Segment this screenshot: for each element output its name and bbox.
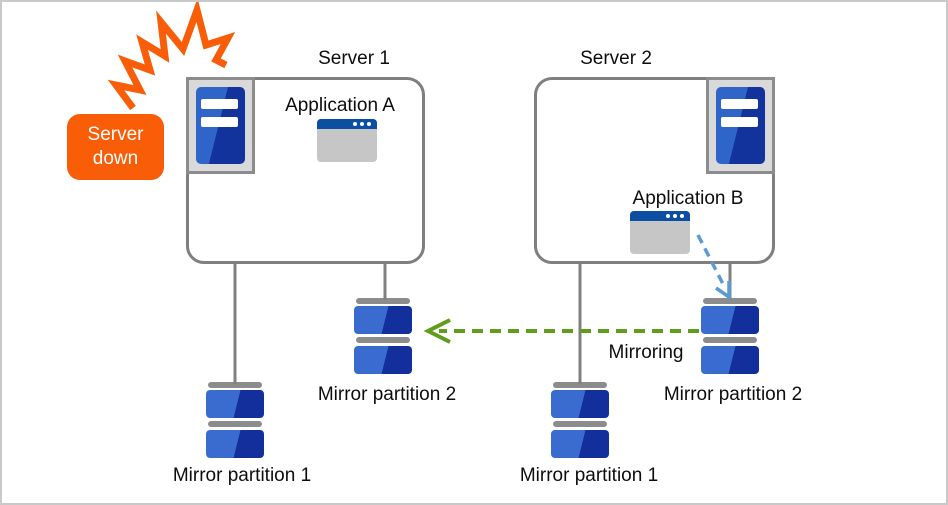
server-tower-icon [716, 87, 765, 164]
server2-partition2-label: Mirror partition 2 [663, 384, 803, 405]
server2-partition1-label: Mirror partition 1 [519, 465, 659, 486]
server-down-line1: Server [87, 124, 144, 145]
application-a-label: Application A [285, 95, 395, 116]
server2-partition2-disk-icon [701, 298, 759, 374]
server2-partition1-disk-icon [551, 382, 609, 458]
server2-icon [706, 77, 775, 174]
server1-partition2-label: Mirror partition 2 [317, 384, 457, 405]
mirroring-label: Mirroring [608, 342, 684, 363]
application-b-label: Application B [632, 188, 744, 209]
server1-partition2-disk-icon [354, 298, 412, 374]
app-write-arrow-head [715, 281, 731, 301]
application-b-window-icon [630, 211, 690, 254]
server1-partition1-disk-icon [206, 382, 264, 458]
server1-title: Server 1 [318, 48, 390, 69]
server-tower-icon [196, 87, 245, 164]
server-down-badge: Server down [67, 114, 164, 180]
server1-icon [186, 77, 255, 174]
server2-title: Server 2 [580, 48, 652, 69]
server-down-line2: down [92, 148, 139, 169]
application-a-window-icon [317, 119, 377, 162]
mirroring-arrow-head [423, 318, 451, 344]
server1-partition1-label: Mirror partition 1 [172, 465, 312, 486]
